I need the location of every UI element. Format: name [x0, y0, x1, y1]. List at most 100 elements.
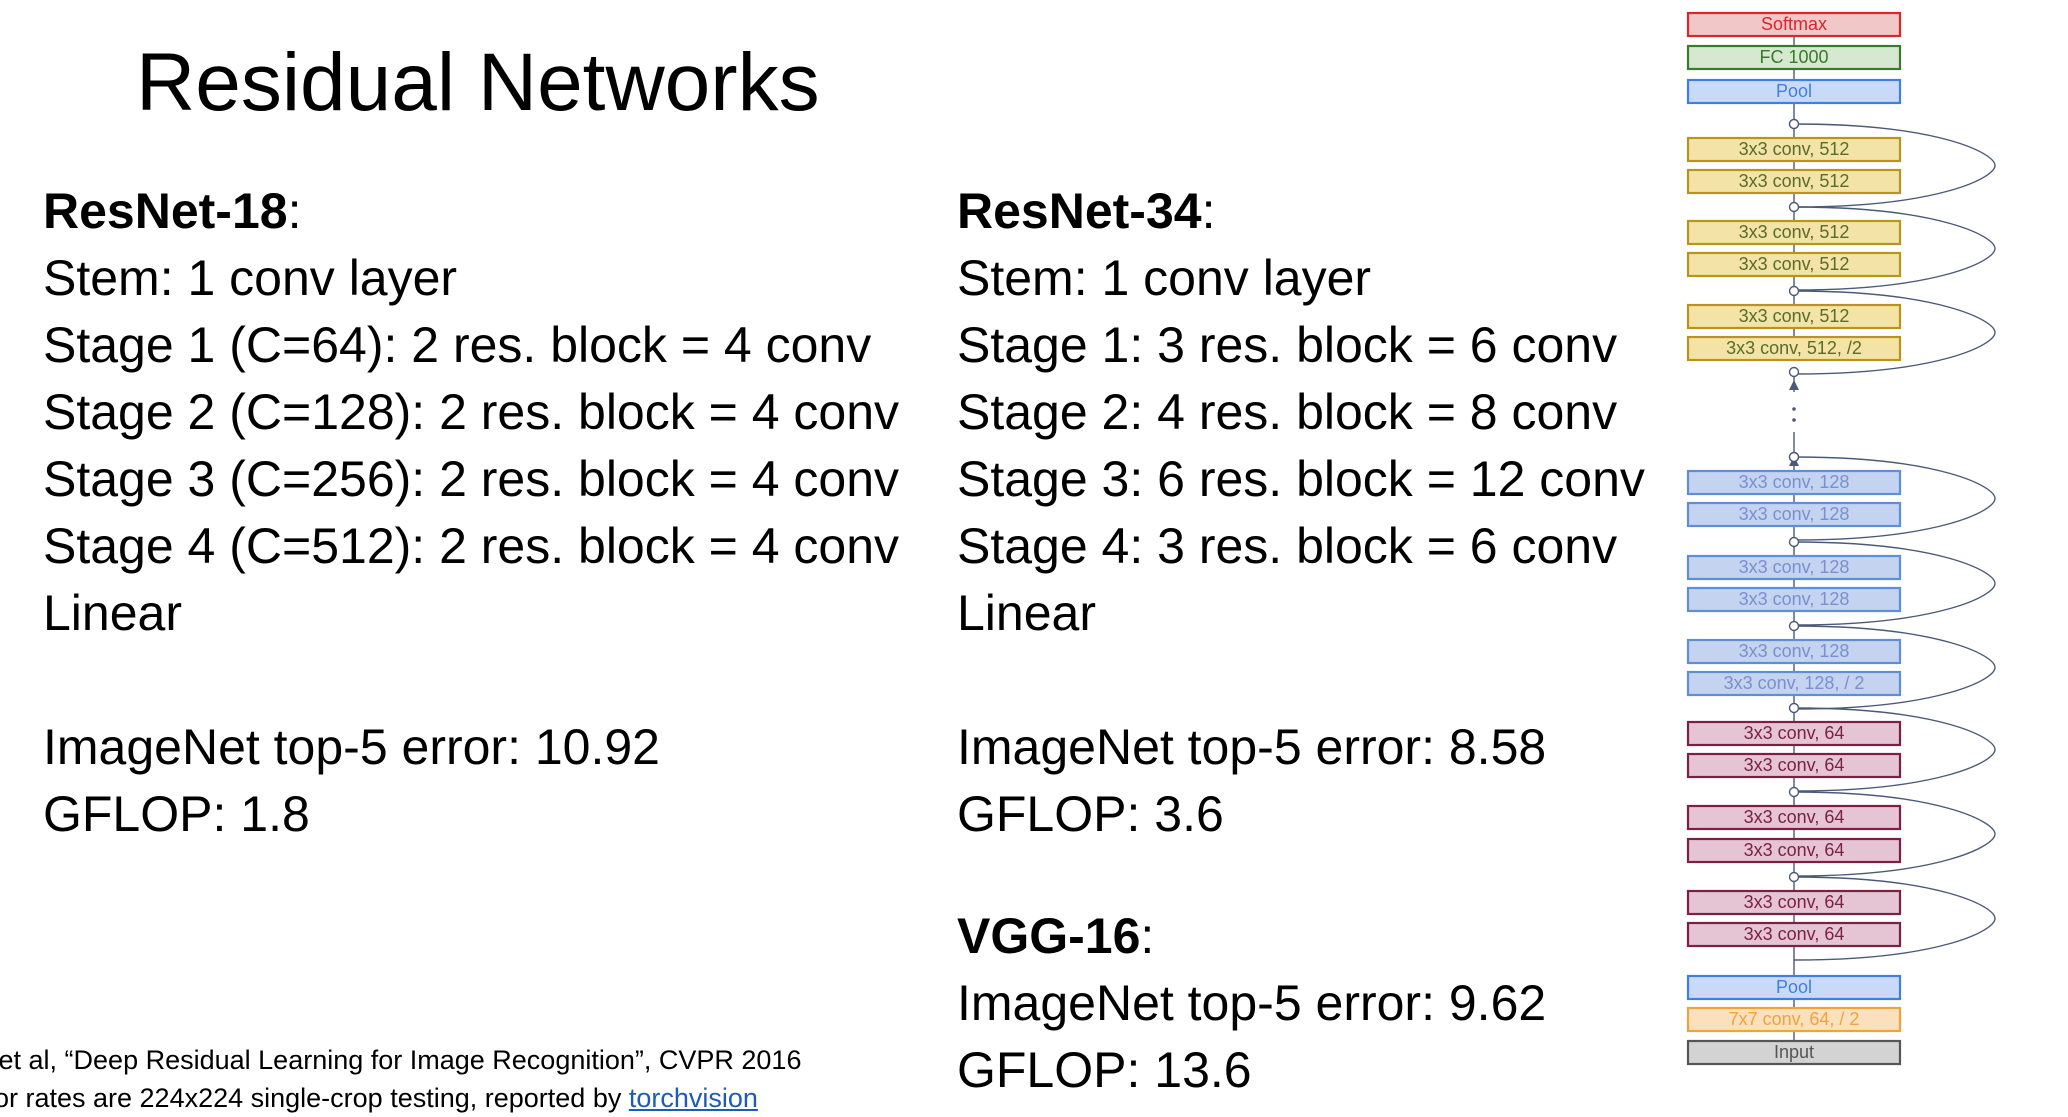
resnet18-name: ResNet-18 — [43, 183, 288, 239]
add-node-icon — [1788, 451, 1800, 463]
layer-block: 3x3 conv, 64 — [1686, 837, 1902, 864]
layer-box — [1686, 78, 1902, 105]
layer-box — [1686, 335, 1902, 362]
resnet34-line: Stage 1: 3 res. block = 6 conv — [957, 317, 1618, 373]
ellipsis-dot — [1792, 407, 1796, 411]
layer-block: 3x3 conv, 128 — [1686, 501, 1902, 528]
resnet34-gflop: GFLOP: 3.6 — [957, 786, 1224, 842]
layer-box — [1686, 554, 1902, 581]
add-node-icon — [1788, 620, 1800, 632]
layer-block: 3x3 conv, 512 — [1686, 303, 1902, 330]
error-rate-footnote: rror rates are 224x224 single-crop testi… — [0, 1079, 758, 1117]
layer-box — [1686, 11, 1902, 38]
layer-box — [1686, 219, 1902, 246]
layer-box — [1686, 501, 1902, 528]
vgg16-colon: : — [1140, 908, 1155, 964]
layer-box — [1686, 974, 1902, 1001]
layer-label: 3x3 conv, 64 — [1744, 924, 1845, 944]
layer-label: 3x3 conv, 64 — [1744, 840, 1845, 860]
ellipsis-dot — [1792, 418, 1796, 422]
layer-block: 3x3 conv, 512 — [1686, 219, 1902, 246]
resnet18-heading: ResNet-18: — [43, 178, 899, 245]
arrow-icon — [1789, 380, 1799, 390]
layer-label: 3x3 conv, 64 — [1744, 892, 1845, 912]
add-node-icon — [1788, 366, 1800, 378]
resnet34-column: ResNet-34: Stem: 1 conv layer Stage 1: 3… — [957, 178, 1645, 848]
layer-block: Softmax — [1686, 11, 1902, 38]
add-node-icon — [1788, 871, 1800, 883]
layer-block: Input — [1686, 1039, 1902, 1066]
layer-label: 3x3 conv, 512 — [1739, 222, 1850, 242]
torchvision-link[interactable]: torchvision — [628, 1083, 758, 1113]
layer-block: 3x3 conv, 512 — [1686, 251, 1902, 278]
layer-label: 3x3 conv, 128, / 2 — [1724, 673, 1865, 693]
resnet18-colon: : — [287, 183, 302, 239]
layer-block: 3x3 conv, 128 — [1686, 469, 1902, 496]
layer-label: 3x3 conv, 128 — [1739, 504, 1850, 524]
resnet34-line: Stage 2: 4 res. block = 8 conv — [957, 384, 1618, 440]
add-node-icon — [1788, 201, 1800, 213]
layer-box — [1686, 469, 1902, 496]
add-node-icon — [1788, 786, 1800, 798]
vgg16-name: VGG-16 — [957, 908, 1141, 964]
skip-connection — [1793, 876, 1996, 961]
layer-box — [1686, 136, 1902, 163]
layer-block: 3x3 conv, 64 — [1686, 921, 1902, 948]
resnet18-line: Linear — [43, 585, 182, 641]
layer-box — [1686, 670, 1902, 697]
skip-connection — [1793, 206, 1996, 291]
layer-block: 3x3 conv, 128 — [1686, 586, 1902, 613]
citation-footnote: e et al, “Deep Residual Learning for Ima… — [0, 1045, 802, 1075]
layer-block: 3x3 conv, 64 — [1686, 889, 1902, 916]
layer-block: 7x7 conv, 64, / 2 — [1686, 1006, 1902, 1033]
resnet18-line: Stage 3 (C=256): 2 res. block = 4 conv — [43, 451, 900, 507]
layer-box — [1686, 837, 1902, 864]
layer-label: 3x3 conv, 64 — [1744, 755, 1845, 775]
layer-block: 3x3 conv, 512 — [1686, 136, 1902, 163]
vgg16-heading: VGG-16: — [957, 903, 1546, 970]
layer-box — [1686, 168, 1902, 195]
resnet18-gflop: GFLOP: 1.8 — [43, 786, 310, 842]
layer-block: 3x3 conv, 512 — [1686, 168, 1902, 195]
vgg16-block: VGG-16: ImageNet top-5 error: 9.62 GFLOP… — [957, 903, 1546, 1104]
resnet34-line: Stage 4: 3 res. block = 6 conv — [957, 518, 1618, 574]
layer-label: Input — [1774, 1042, 1814, 1062]
resnet34-error: ImageNet top-5 error: 8.58 — [957, 719, 1547, 775]
vgg16-error: ImageNet top-5 error: 9.62 — [957, 975, 1547, 1031]
layer-label: 3x3 conv, 128 — [1739, 589, 1850, 609]
layer-label: Softmax — [1761, 14, 1827, 34]
skip-connection — [1793, 707, 1996, 792]
layer-label: 3x3 conv, 512 — [1739, 306, 1850, 326]
footnote-text: rror rates are 224x224 single-crop testi… — [0, 1083, 629, 1113]
resnet18-line: Stage 1 (C=64): 2 res. block = 4 conv — [43, 317, 872, 373]
add-node-icon — [1788, 536, 1800, 548]
layer-label: 3x3 conv, 512, /2 — [1726, 338, 1862, 358]
layer-box — [1686, 44, 1902, 71]
resnet34-line: Linear — [957, 585, 1096, 641]
resnet34-line: Stem: 1 conv layer — [957, 250, 1372, 306]
layer-box — [1686, 638, 1902, 665]
layer-box — [1686, 889, 1902, 916]
layer-block: Pool — [1686, 78, 1902, 105]
layer-label: FC 1000 — [1759, 47, 1828, 67]
layer-label: 3x3 conv, 128 — [1739, 472, 1850, 492]
layer-label: 3x3 conv, 64 — [1744, 723, 1845, 743]
layer-label: 3x3 conv, 512 — [1739, 171, 1850, 191]
layer-label: 3x3 conv, 512 — [1739, 139, 1850, 159]
layer-box — [1686, 303, 1902, 330]
layer-block: 3x3 conv, 128 — [1686, 638, 1902, 665]
add-node-icon — [1788, 702, 1800, 714]
resnet18-column: ResNet-18: Stem: 1 conv layer Stage 1 (C… — [43, 178, 899, 848]
skip-connection — [1793, 541, 1996, 626]
add-node-icon — [1788, 118, 1800, 130]
resnet34-line: Stage 3: 6 res. block = 12 conv — [957, 451, 1645, 507]
layer-block: 3x3 conv, 64 — [1686, 720, 1902, 747]
layer-box — [1686, 921, 1902, 948]
layer-block: FC 1000 — [1686, 44, 1902, 71]
layer-box — [1686, 720, 1902, 747]
layer-label: Pool — [1776, 81, 1812, 101]
add-node-icon — [1788, 285, 1800, 297]
skip-connection — [1793, 625, 1996, 710]
layer-label: Pool — [1776, 977, 1812, 997]
